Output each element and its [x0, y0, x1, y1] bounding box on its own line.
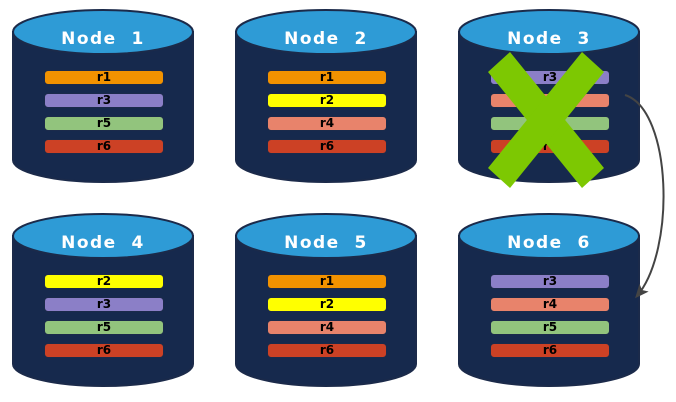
shard-bar: r4	[490, 93, 610, 108]
shard-list: r1 r2 r4 r6	[267, 70, 387, 154]
shard-bar: r5	[490, 320, 610, 335]
shard-bar: r1	[267, 274, 387, 289]
cylinder-top-ellipse	[235, 9, 417, 55]
shard-list: r1 r2 r4 r6	[267, 274, 387, 358]
shard-bar: r6	[44, 139, 164, 154]
shard-bar: r1	[44, 70, 164, 85]
shard-bar: r6	[44, 343, 164, 358]
shard-bar: r4	[490, 297, 610, 312]
shard-list: r1 r3 r5 r6	[44, 70, 164, 154]
shard-bar: r6	[490, 343, 610, 358]
shard-bar: r4	[267, 116, 387, 131]
shard-bar: r6	[267, 139, 387, 154]
shard-list: r3 r4 r5 r6	[490, 70, 610, 154]
shard-bar: r3	[44, 297, 164, 312]
shard-bar: r6	[490, 139, 610, 154]
cylinder-top-ellipse	[12, 213, 194, 259]
shard-bar: r3	[44, 93, 164, 108]
shard-bar: r5	[44, 320, 164, 335]
shard-list: r2 r3 r5 r6	[44, 274, 164, 358]
shard-bar: r2	[267, 93, 387, 108]
shard-bar: r1	[267, 70, 387, 85]
cylinder-top-ellipse	[458, 9, 640, 55]
shard-bar: r2	[44, 274, 164, 289]
shard-bar: r5	[490, 116, 610, 131]
cylinder-top-ellipse	[12, 9, 194, 55]
shard-bar: r3	[490, 70, 610, 85]
shard-list: r3 r4 r5 r6	[490, 274, 610, 358]
shard-bar: r2	[267, 297, 387, 312]
cylinder-top-ellipse	[235, 213, 417, 259]
shard-bar: r6	[267, 343, 387, 358]
cylinder-top-ellipse	[458, 213, 640, 259]
shard-bar: r5	[44, 116, 164, 131]
shard-bar: r4	[267, 320, 387, 335]
shard-bar: r3	[490, 274, 610, 289]
